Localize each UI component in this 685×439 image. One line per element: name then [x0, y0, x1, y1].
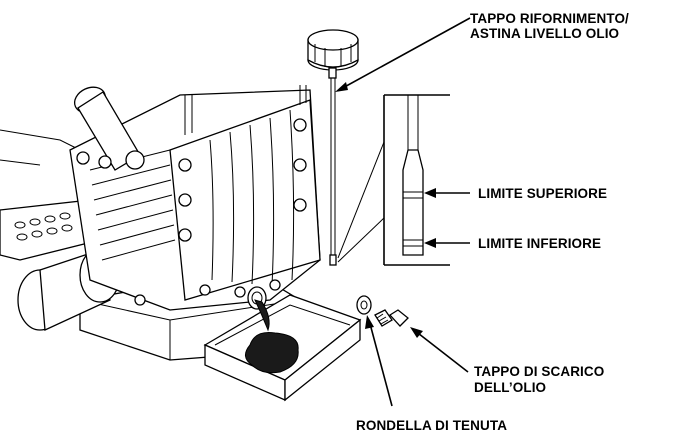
filler-cap-dipstick: [307, 29, 359, 266]
drain-plug-label-line2: DELL’OLIO: [474, 380, 547, 395]
sealing-washer: [356, 295, 372, 315]
leader-lines: [335, 17, 471, 407]
oil-stream: [254, 299, 270, 332]
oil-puddle: [245, 332, 299, 374]
drain-plug: [374, 309, 409, 327]
upper-limit-label: LIMITE SUPERIORE: [478, 186, 608, 201]
dipstick-detail: [337, 94, 450, 266]
exhaust-pipe: [73, 86, 145, 171]
drain-plug-label-line1: TAPPO DI SCARICO: [474, 364, 605, 379]
lower-limit-label: LIMITE INFERIORE: [478, 236, 602, 251]
filler-cap-label-line2: ASTINA LIVELLO OLIO: [470, 26, 620, 41]
filler-cap-label-line1: TAPPO RIFORNIMENTO/: [470, 11, 629, 26]
engine-body: [0, 85, 321, 331]
sealing-washer-label: RONDELLA DI TENUTA: [356, 418, 508, 433]
